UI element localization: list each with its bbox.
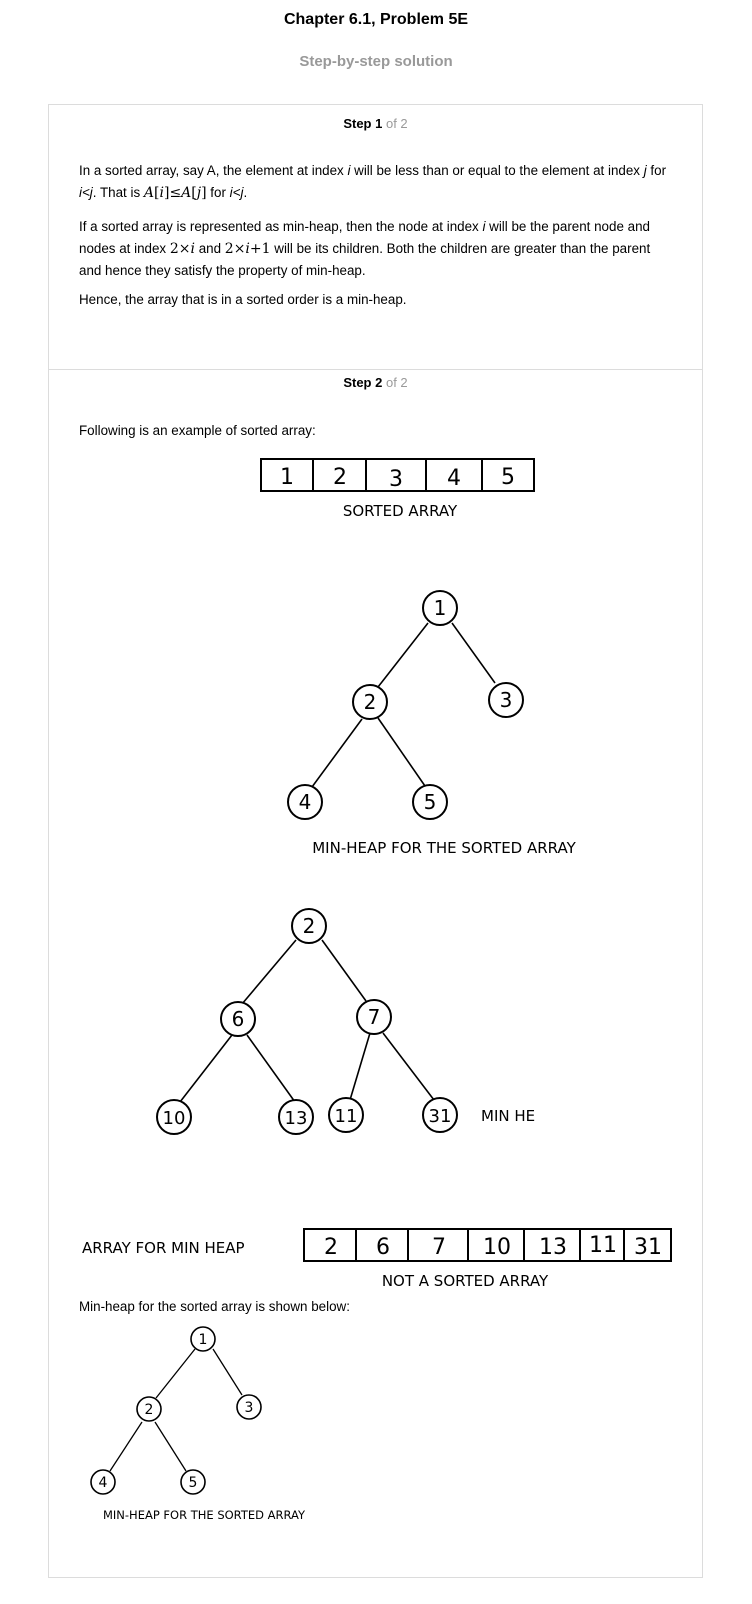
text: for — [206, 185, 230, 200]
text: will be its children. Both the children … — [79, 241, 651, 278]
tree-node — [352, 684, 388, 720]
step-2-label: Step 2 — [343, 375, 383, 390]
node-label: 4 — [299, 790, 312, 814]
tree-node — [220, 1001, 256, 1037]
node-label: 2 — [303, 914, 316, 938]
text: If a sorted array is represented as min-… — [79, 219, 483, 234]
tree-node — [136, 1396, 162, 1422]
text: will be less than or equal to the elemen… — [350, 163, 644, 178]
text: i — [482, 219, 486, 234]
text: i<j — [229, 185, 244, 200]
array-cell: 6 — [376, 1235, 390, 1260]
m: + — [249, 241, 262, 257]
sorted-array-caption: SORTED ARRAY — [343, 502, 458, 520]
node-label: 3 — [500, 688, 513, 712]
text: . That is — [92, 185, 144, 200]
tree-node — [156, 1099, 192, 1135]
array-cell: 2 — [324, 1235, 338, 1260]
m: i — [245, 241, 250, 257]
node-label: 1 — [434, 596, 447, 620]
right-child-index-formula: 2×i+1 — [225, 241, 271, 257]
solution-card — [48, 104, 703, 1578]
node-label: 5 — [189, 1475, 198, 1491]
page-title: Chapter 6.1, Problem 5E — [283, 11, 469, 28]
node-label: 6 — [232, 1007, 245, 1031]
step-1-paragraph-1: In a sorted array, say A, the element at… — [79, 160, 669, 204]
m: 2 — [224, 241, 234, 257]
step-2-header: Step 2 of 2 — [48, 375, 703, 390]
array-cell: 5 — [501, 465, 515, 490]
inequality-formula: A[i]≤A[j] — [143, 185, 207, 201]
text: will be the parent node and nodes at ind… — [79, 219, 650, 256]
node-label: 7 — [368, 1005, 381, 1029]
array-cell: 13 — [539, 1235, 567, 1260]
tree-node — [190, 1326, 216, 1352]
tree-node — [180, 1469, 206, 1495]
tree-node — [291, 908, 327, 944]
m: A — [181, 185, 192, 201]
tree-node — [287, 784, 323, 820]
min-heap-caption: MIN HE — [481, 1107, 535, 1125]
node-label: 31 — [429, 1106, 452, 1127]
step-1-label: Step 1 — [343, 116, 383, 131]
array-cell: 4 — [447, 466, 461, 491]
tree-node — [422, 590, 458, 626]
text: i<j — [79, 185, 93, 200]
node-label: 10 — [163, 1108, 186, 1129]
tree-node — [328, 1097, 364, 1133]
array-cell: 2 — [333, 465, 347, 490]
node-label: 4 — [99, 1475, 108, 1491]
array-cell: 31 — [634, 1235, 662, 1260]
text: . — [243, 185, 248, 200]
m: j — [196, 185, 202, 201]
m: × — [178, 241, 191, 257]
step-1-of: of 2 — [385, 116, 408, 131]
step-2-paragraph-2: Min-heap for the sorted array is shown b… — [79, 1299, 350, 1314]
node-label: 2 — [145, 1402, 154, 1418]
tree-node — [236, 1394, 262, 1420]
node-label: 13 — [285, 1108, 308, 1129]
step-1-paragraph-3: Hence, the array that is in a sorted ord… — [79, 292, 407, 307]
array-for-min-heap-label: ARRAY FOR MIN HEAP — [82, 1239, 245, 1257]
node-label: 1 — [199, 1332, 208, 1348]
m: A — [143, 185, 155, 201]
text: j — [643, 163, 647, 178]
step-divider — [48, 369, 703, 370]
m: × — [233, 241, 246, 257]
step-1-header: Step 1 of 2 — [48, 116, 703, 131]
tree-node — [356, 999, 392, 1035]
tree-node — [278, 1099, 314, 1135]
m: ≤ — [169, 185, 182, 201]
tree-node — [488, 682, 524, 718]
array-cell: 7 — [432, 1235, 446, 1260]
node-label: 11 — [335, 1106, 358, 1127]
step-2-paragraph-1: Following is an example of sorted array: — [79, 423, 316, 438]
text: for — [646, 163, 667, 178]
text: In a sorted array, say A, the element at… — [79, 163, 348, 178]
m: 1 — [261, 241, 271, 257]
heap-caption: MIN-HEAP FOR THE SORTED ARRAY — [312, 839, 576, 857]
text: and — [194, 241, 225, 256]
m: i — [190, 241, 195, 257]
m: i — [159, 185, 164, 201]
tree-node — [422, 1097, 458, 1133]
array-cell: 3 — [389, 467, 403, 492]
step-1-paragraph-2: If a sorted array is represented as min-… — [79, 216, 669, 282]
node-label: 5 — [424, 790, 437, 814]
node-label: 3 — [245, 1400, 254, 1416]
left-child-index-formula: 2×i — [170, 241, 195, 257]
array-cell: 1 — [280, 465, 294, 490]
not-sorted-caption: NOT A SORTED ARRAY — [382, 1272, 549, 1290]
array-cell: 11 — [589, 1233, 617, 1258]
page-subtitle: Step-by-step solution — [299, 53, 453, 70]
step-2-of: of 2 — [385, 375, 408, 390]
m: 2 — [169, 241, 179, 257]
small-heap-caption: MIN-HEAP FOR THE SORTED ARRAY — [103, 1508, 306, 1522]
text: i — [347, 163, 351, 178]
node-label: 2 — [364, 690, 377, 714]
tree-node — [412, 784, 448, 820]
tree-node — [90, 1469, 116, 1495]
array-cell: 10 — [483, 1235, 511, 1260]
